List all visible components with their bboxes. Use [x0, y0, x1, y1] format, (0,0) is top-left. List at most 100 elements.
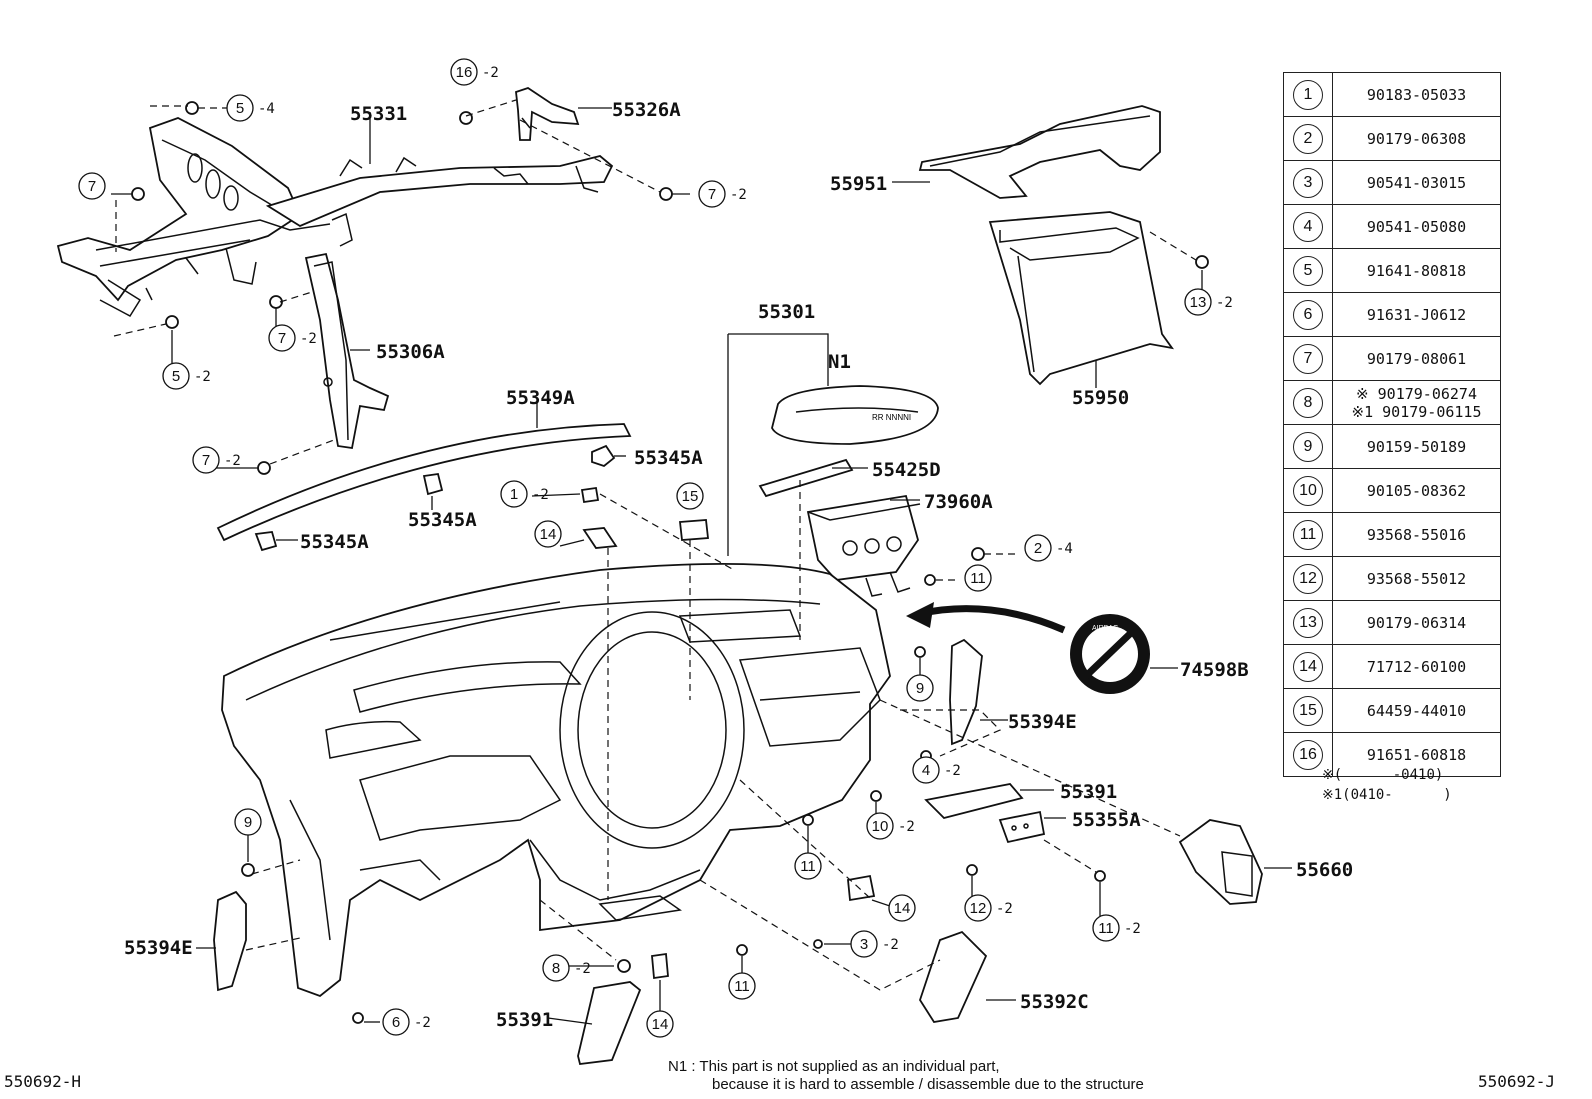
circled-key-number: 4 — [1293, 211, 1323, 242]
label-55660: 55660 — [1296, 859, 1353, 881]
parts-table-key: 16 — [1283, 732, 1333, 777]
parts-table-row: 15 64459-44010 — [1283, 688, 1501, 733]
circle-ref-14: 14 — [534, 520, 562, 548]
parts-table-part-number: 90179-08061 — [1332, 336, 1501, 381]
circle-ref-14: 14 — [888, 894, 916, 922]
parts-table-part-number: 90105-08362 — [1332, 468, 1501, 513]
circle-ref-9: 9 — [234, 808, 262, 836]
footnote-line-1: ※( -0410) — [1322, 767, 1444, 783]
label-55331: 55331 — [350, 103, 407, 125]
airbag-label-74598B-drawing: AIRBAG — [906, 602, 1150, 694]
parts-table-key: 12 — [1283, 556, 1333, 601]
circle-ref-number: 5 — [236, 100, 244, 117]
label-55349A: 55349A — [506, 387, 575, 409]
label-55306A: 55306A — [376, 341, 445, 363]
circle-ref-qty: -2 — [730, 187, 747, 203]
panel-55394E-left-drawing — [213, 890, 247, 992]
part-number-text: 64459-44010 — [1366, 701, 1467, 720]
circle-ref-number: 5 — [172, 368, 180, 385]
parts-table-key: 10 — [1283, 468, 1333, 513]
label-55394E-right: 55394E — [1008, 711, 1077, 733]
note-n1-line-2: because it is hard to assemble / disasse… — [712, 1076, 1144, 1093]
parts-table-part-number: 64459-44010 — [1332, 688, 1501, 733]
parts-table-key: 7 — [1283, 336, 1333, 381]
clip-55345A-drawing — [254, 444, 616, 552]
circle-ref-number: 10 — [872, 818, 889, 835]
parts-table-part-number: 90183-05033 — [1332, 72, 1501, 117]
circled-key-number: 11 — [1293, 519, 1323, 550]
parts-table-key: 15 — [1283, 688, 1333, 733]
circle-ref-qty: -2 — [1124, 921, 1141, 937]
circle-ref-number: 9 — [244, 814, 252, 831]
circle-ref-16: 16-2 — [450, 58, 499, 86]
circle-ref-number: 14 — [540, 526, 557, 543]
label-55425D: 55425D — [872, 459, 941, 481]
part-number-text: 91631-J0612 — [1366, 305, 1467, 324]
parts-table-part-number: 90179-06314 — [1332, 600, 1501, 645]
circled-key-number: 5 — [1293, 255, 1323, 286]
circle-ref-11: 11 — [794, 852, 822, 880]
panel-55394E-right-drawing — [949, 638, 983, 746]
circle-ref-qty: -2 — [898, 819, 915, 835]
circle-ref-number: 11 — [800, 858, 816, 875]
circle-ref-7: 7 — [78, 172, 106, 200]
circle-ref-11: 11 — [728, 972, 756, 1000]
note-n1: N1 : This part is not supplied as an ind… — [668, 1058, 1144, 1094]
label-55355A: 55355A — [1072, 809, 1141, 831]
circle-ref-number: 1 — [510, 486, 518, 503]
dashboard-55301-drawing — [221, 562, 891, 998]
parts-table-key: 14 — [1283, 644, 1333, 689]
circled-key-number: 15 — [1293, 695, 1323, 726]
circled-key-number: 3 — [1293, 167, 1323, 198]
circle-ref-15: 15 — [676, 482, 704, 510]
label-55951: 55951 — [830, 173, 887, 195]
circled-key-number: 12 — [1293, 563, 1323, 594]
part-55355A-drawing — [998, 810, 1046, 844]
part-number-text: 90179-06308 — [1366, 129, 1467, 148]
part-number-text: ※1 90179-06115 — [1351, 402, 1482, 421]
svg-text:RR NNNNI: RR NNNNI — [872, 413, 911, 422]
fasteners-drawing — [131, 101, 1209, 1024]
circle-ref-11: 11-2 — [1092, 914, 1141, 942]
parts-table-part-number: 71712-60100 — [1332, 644, 1501, 689]
part-number-text: 90179-08061 — [1366, 349, 1467, 368]
reference-code-left: 550692-H — [4, 1072, 82, 1091]
label-55950: 55950 — [1072, 387, 1129, 409]
parts-table-part-number: 90159-50189 — [1332, 424, 1501, 469]
circle-ref-qty: -2 — [414, 1015, 431, 1031]
circle-ref-number: 2 — [1034, 540, 1042, 557]
parts-table-key: 11 — [1283, 512, 1333, 557]
label-55391-right: 55391 — [1060, 781, 1117, 803]
circled-key-number: 8 — [1293, 387, 1323, 418]
circle-ref-qty: -2 — [574, 961, 591, 977]
box-55951-drawing — [918, 105, 1161, 199]
airbag-73960A-drawing — [758, 458, 921, 597]
parts-table-part-number: 91631-J0612 — [1332, 292, 1501, 337]
parts-table-key: 2 — [1283, 116, 1333, 161]
circle-ref-qty: -2 — [944, 763, 961, 779]
parts-table-key: 3 — [1283, 160, 1333, 205]
circle-ref-qty: -2 — [1216, 295, 1233, 311]
label-n1: N1 — [828, 351, 851, 373]
parts-table-row: 2 90179-06308 — [1283, 116, 1501, 161]
label-55345A-low: 55345A — [300, 531, 369, 553]
parts-table-key: 13 — [1283, 600, 1333, 645]
circled-key-number: 16 — [1293, 739, 1323, 770]
leader-lines — [111, 99, 1292, 1025]
circle-ref-number: 14 — [652, 1016, 669, 1033]
parts-table-part-number: 93568-55012 — [1332, 556, 1501, 601]
reference-code-right: 550692-J — [1478, 1072, 1556, 1091]
part-number-text: 93568-55012 — [1366, 569, 1467, 588]
brace-55306A-drawing — [304, 252, 390, 450]
circle-ref-14: 14 — [646, 1010, 674, 1038]
circle-ref-number: 16 — [456, 64, 473, 81]
label-55345A-mid: 55345A — [408, 509, 477, 531]
circle-ref-qty: -2 — [194, 369, 211, 385]
box-55950-drawing — [988, 211, 1175, 386]
